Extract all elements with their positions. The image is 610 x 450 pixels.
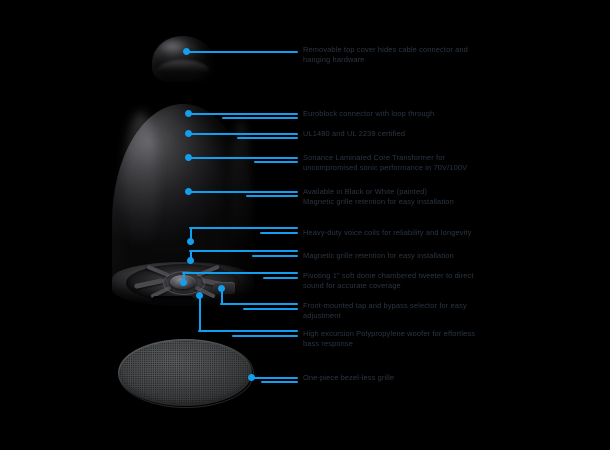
callout-label-tap-bypass: Front-mounted tap and bypass selector fo…: [303, 301, 467, 320]
callout-leader-transformer-a: [188, 156, 298, 159]
callout-label-tweeter: Pivoting 1" soft dome chambered tweeter …: [303, 271, 474, 290]
callout-dot-tweeter: [180, 279, 187, 286]
callout-label-top-cover: Removable top cover hides cable connecto…: [303, 45, 468, 64]
callout-leader-tweeter-b: [263, 276, 298, 279]
callout-leader-grille-b: [261, 381, 298, 383]
callout-leader-woofer-v: [198, 295, 201, 331]
callout-leader-euroblock-b: [222, 117, 298, 119]
callout-dot-voice-coils: [187, 238, 194, 245]
callout-leader-tweeter-v: [182, 272, 185, 282]
callout-leader-tweeter-a: [182, 272, 298, 274]
callout-leader-woofer-a: [198, 330, 298, 332]
callout-leader-ul-b: [237, 137, 298, 139]
callout-leader-transformer-b: [254, 161, 298, 163]
callout-leader-voice-coils-a: [189, 227, 298, 229]
callout-label-euroblock: Euroblock connector with loop through: [303, 109, 435, 118]
callout-label-availability: Available in Black or White (painted) Ma…: [303, 187, 454, 206]
body-highlight: [124, 112, 158, 262]
callout-label-grille: One-piece bezel-less grille: [303, 373, 395, 382]
body-right-edge-highlight: [230, 120, 252, 280]
top-cover-cap: [152, 36, 214, 82]
grille-edge-ring: [118, 339, 254, 408]
callout-label-woofer: High excursion Polypropylene woofer for …: [303, 329, 476, 348]
tweeter-surround-ring: [163, 271, 205, 295]
callout-label-voice-coils: Heavy-duty voice coils for reliability a…: [303, 228, 472, 237]
callout-leader-grille-a: [251, 376, 298, 379]
callout-label-transformer: Sonance Laminated Core Transformer for u…: [303, 153, 468, 172]
top-cover-highlight: [160, 40, 190, 56]
callout-dot-magnetic-retention: [187, 257, 194, 264]
callout-leader-euroblock-a: [188, 112, 298, 115]
callout-leader-top-cover: [186, 50, 298, 53]
callout-leader-woofer-b: [232, 334, 298, 337]
callout-leader-tap-bypass-a: [220, 303, 298, 305]
callout-leader-tap-bypass-v: [220, 288, 223, 304]
callout-leader-magnetic-v: [189, 250, 192, 260]
callout-leader-magnetic-b: [252, 254, 298, 257]
callout-leader-voice-coils-v: [189, 227, 192, 241]
bass-port-slot: [152, 296, 194, 304]
callout-label-magnetic-retention: Magnetic grille retention for easy insta…: [303, 251, 454, 260]
callout-leader-tap-bypass-b: [243, 307, 298, 310]
callout-leader-availability-b: [246, 195, 298, 197]
callout-label-ul: UL1480 and UL 2239 certified: [303, 129, 406, 138]
callout-leader-ul-a: [188, 132, 298, 135]
callout-leader-voice-coils-b: [260, 231, 298, 234]
callout-leader-availability-a: [188, 190, 298, 193]
callout-leader-magnetic-a: [189, 250, 298, 252]
